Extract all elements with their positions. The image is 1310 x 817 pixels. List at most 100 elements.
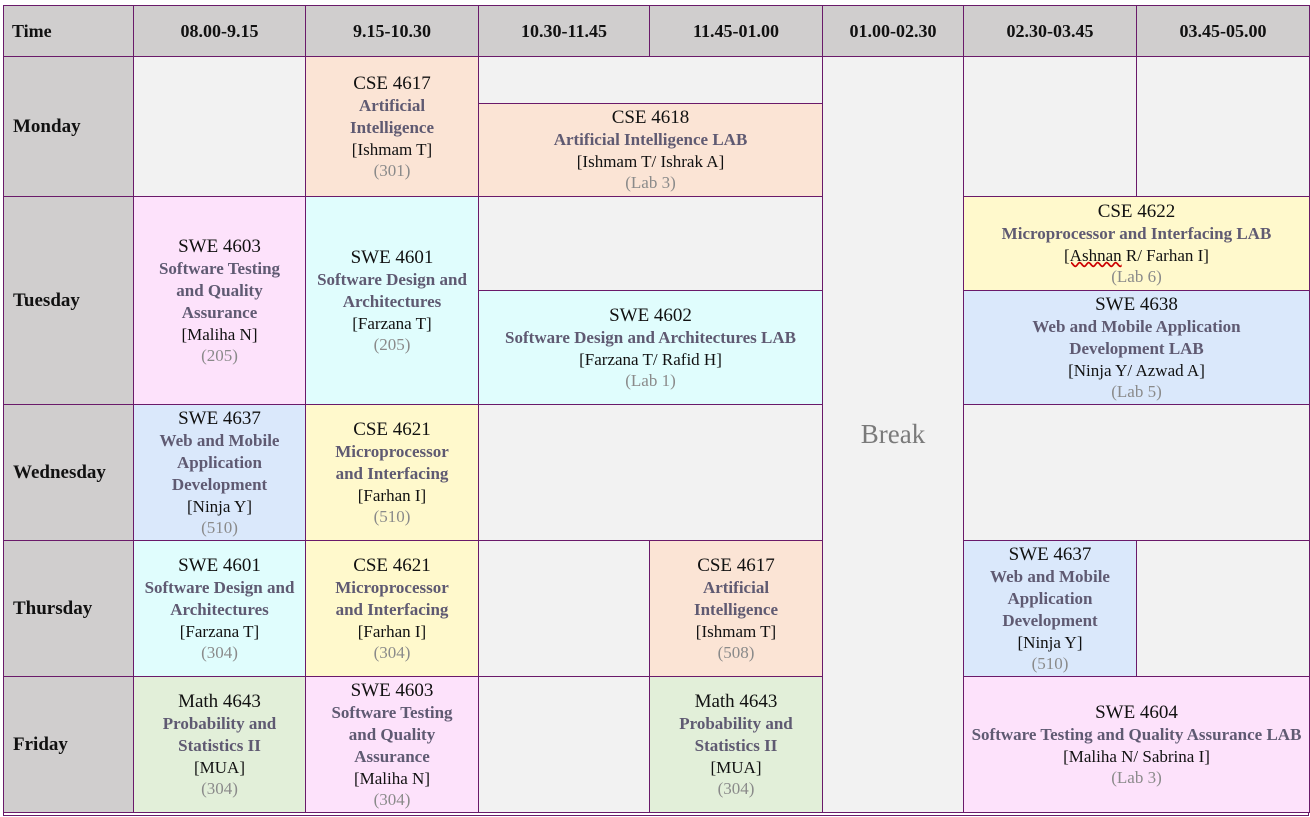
course-code: SWE 4603 bbox=[178, 235, 261, 257]
course-teacher: [Ninja Y] bbox=[1017, 632, 1083, 652]
course-teacher: [Ashnan R/ Farhan I] bbox=[1064, 245, 1209, 267]
course-name: Artificial Intelligence bbox=[693, 577, 779, 619]
monday-lab-block: CSE 4618 Artificial Intelligence LAB [Is… bbox=[478, 56, 823, 197]
header-slot-5: 01.00-02.30 bbox=[822, 5, 964, 57]
day-wednesday: Wednesday bbox=[3, 404, 134, 541]
day-monday: Monday bbox=[3, 56, 134, 197]
header-slot-4: 11.45-01.00 bbox=[649, 5, 823, 57]
course-code: CSE 4621 bbox=[353, 554, 431, 576]
course-teacher: [Farzana T] bbox=[352, 313, 432, 333]
course-name: Software Design and Architectures bbox=[144, 577, 295, 619]
course-name: Software Testing and Quality Assurance L… bbox=[971, 724, 1302, 744]
course-name: Web and Mobile Application Development L… bbox=[1032, 316, 1241, 358]
header-slot-2: 9.15-10.30 bbox=[305, 5, 479, 57]
course-room: (301) bbox=[373, 160, 411, 180]
class-cell-mon-cse4617: CSE 4617 Artificial Intelligence [Ishmam… bbox=[305, 56, 479, 197]
course-teacher: [Farhan I] bbox=[357, 485, 427, 505]
course-name: Artificial Intelligence bbox=[349, 95, 435, 137]
class-cell-tue-swe4638: SWE 4638 Web and Mobile Application Deve… bbox=[963, 290, 1310, 405]
course-room: (Lab 6) bbox=[1111, 266, 1162, 286]
course-room: (Lab 5) bbox=[1111, 381, 1162, 401]
class-cell-tue-cse4622: CSE 4622 Microprocessor and Interfacing … bbox=[963, 196, 1310, 290]
class-cell-fri-swe4603: SWE 4603 Software Testing and Quality As… bbox=[305, 676, 479, 813]
course-teacher: [Ishmam T] bbox=[695, 621, 777, 641]
empty-cell bbox=[478, 676, 650, 813]
course-code: SWE 4602 bbox=[609, 304, 692, 326]
class-cell-wed-swe4637: SWE 4637 Web and Mobile Application Deve… bbox=[133, 404, 306, 541]
course-code: Math 4643 bbox=[694, 690, 778, 712]
course-name: Software Design and Architectures LAB bbox=[505, 327, 796, 347]
course-room: (Lab 1) bbox=[625, 370, 676, 390]
course-name: Web and Mobile Application Development bbox=[159, 430, 280, 494]
class-cell-mon-cse4618: CSE 4618 Artificial Intelligence LAB [Is… bbox=[478, 103, 823, 197]
teacher-name-rest: R/ Farhan I] bbox=[1121, 245, 1209, 265]
day-friday: Friday bbox=[3, 676, 134, 813]
course-code: SWE 4601 bbox=[178, 554, 261, 576]
course-room: (508) bbox=[717, 642, 755, 662]
header-slot-1: 08.00-9.15 bbox=[133, 5, 306, 57]
class-cell-wed-cse4621: CSE 4621 Microprocessor and Interfacing … bbox=[305, 404, 479, 541]
day-tuesday: Tuesday bbox=[3, 196, 134, 405]
course-room: (304) bbox=[201, 642, 238, 662]
day-thursday: Thursday bbox=[3, 540, 134, 677]
course-room: (Lab 3) bbox=[625, 173, 676, 192]
course-room: (510) bbox=[373, 506, 411, 526]
course-teacher: [Ishmam T] bbox=[351, 139, 433, 159]
course-name: Software Design and Architectures bbox=[317, 269, 467, 311]
tuesday-lab-block: SWE 4602 Software Design and Architectur… bbox=[478, 196, 823, 405]
class-cell-fri-swe4604: SWE 4604 Software Testing and Quality As… bbox=[963, 676, 1310, 813]
empty-cell bbox=[478, 540, 650, 677]
header-slot-7: 03.45-05.00 bbox=[1136, 5, 1310, 57]
empty-cell bbox=[478, 404, 823, 541]
course-code: SWE 4637 bbox=[178, 407, 261, 429]
timetable-grid: Time 08.00-9.15 9.15-10.30 10.30-11.45 1… bbox=[3, 5, 1310, 816]
course-teacher: [Farzana T/ Rafid H] bbox=[579, 349, 722, 369]
course-room: (304) bbox=[201, 778, 238, 798]
course-code: CSE 4621 bbox=[353, 418, 431, 440]
course-name: Probability and Statistics II bbox=[679, 713, 793, 755]
header-time: Time bbox=[3, 5, 134, 57]
course-room: (304) bbox=[717, 778, 755, 798]
class-cell-tue-swe4601: SWE 4601 Software Design and Architectur… bbox=[305, 196, 479, 405]
break-cell: Break bbox=[822, 56, 964, 813]
course-teacher: [Maliha N] bbox=[353, 768, 430, 788]
course-teacher: [Maliha N] bbox=[181, 324, 258, 344]
course-teacher: [MUA] bbox=[710, 757, 762, 777]
course-code: SWE 4604 bbox=[1095, 701, 1178, 723]
class-cell-tue-swe4603: SWE 4603 Software Testing and Quality As… bbox=[133, 196, 306, 405]
course-code: Math 4643 bbox=[178, 690, 261, 712]
course-room: (Lab 3) bbox=[1111, 767, 1162, 787]
course-teacher: [Farhan I] bbox=[357, 621, 427, 641]
course-code: SWE 4601 bbox=[350, 246, 434, 268]
header-time-label: Time bbox=[12, 20, 52, 41]
course-code: CSE 4622 bbox=[1097, 200, 1176, 222]
empty-cell bbox=[133, 56, 306, 197]
course-name: Artificial Intelligence LAB bbox=[553, 130, 748, 149]
course-name: Software Testing and Quality Assurance bbox=[158, 258, 281, 322]
course-room: (510) bbox=[1031, 653, 1069, 673]
empty-cell bbox=[1136, 540, 1310, 677]
class-cell-thu-swe4601: SWE 4601 Software Design and Architectur… bbox=[133, 540, 306, 677]
class-cell-thu-cse4617: CSE 4617 Artificial Intelligence [Ishmam… bbox=[649, 540, 823, 677]
course-teacher: [Ninja Y/ Azwad A] bbox=[1068, 360, 1205, 380]
course-room: (205) bbox=[201, 345, 238, 365]
course-teacher: [Maliha N/ Sabrina I] bbox=[1063, 746, 1210, 766]
empty-cell bbox=[963, 56, 1137, 197]
course-name: Software Testing and Quality Assurance bbox=[331, 702, 453, 766]
course-teacher: [Ishmam T/ Ishrak A] bbox=[576, 152, 725, 171]
header-slot-6: 02.30-03.45 bbox=[963, 5, 1137, 57]
course-code: CSE 4618 bbox=[611, 107, 690, 128]
teacher-name-flagged: [Ashnan bbox=[1064, 245, 1122, 265]
course-name: Web and Mobile Application Development bbox=[990, 566, 1110, 630]
tuesday-afternoon-block: CSE 4622 Microprocessor and Interfacing … bbox=[963, 196, 1310, 405]
class-cell-fri-math4643: Math 4643 Probability and Statistics II … bbox=[133, 676, 306, 813]
course-teacher: [Ninja Y] bbox=[187, 496, 252, 516]
class-cell-fri-math4643-b: Math 4643 Probability and Statistics II … bbox=[649, 676, 823, 813]
course-code: SWE 4637 bbox=[1008, 543, 1092, 565]
course-code: SWE 4638 bbox=[1095, 293, 1178, 315]
header-slot-3: 10.30-11.45 bbox=[478, 5, 650, 57]
break-label: Break bbox=[860, 419, 926, 449]
class-cell-thu-cse4621: CSE 4621 Microprocessor and Interfacing … bbox=[305, 540, 479, 677]
empty-cell bbox=[478, 196, 823, 290]
empty-cell bbox=[478, 56, 823, 103]
